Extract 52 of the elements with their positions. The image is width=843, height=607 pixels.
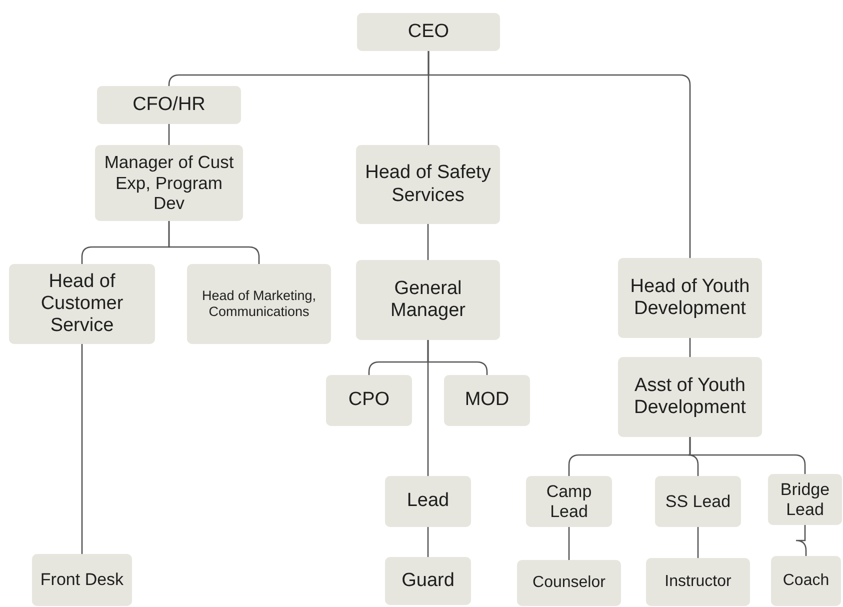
role-title: SS Lead — [665, 492, 731, 512]
role-title: Manager of Cust Exp, Program Dev — [103, 152, 235, 214]
connector-line — [427, 340, 429, 476]
role-box — [771, 556, 841, 606]
role-box — [95, 145, 243, 221]
role-box — [618, 258, 762, 338]
role-title: Head of Customer Service — [40, 270, 124, 338]
role-box — [618, 357, 762, 437]
role-title: Instructor — [664, 572, 732, 592]
connector-line — [168, 124, 170, 145]
connector-line — [168, 221, 260, 264]
connector-line — [81, 344, 83, 554]
role-title: CFO/HR — [132, 94, 206, 116]
role-box — [326, 375, 412, 426]
role-box — [517, 560, 621, 606]
role-box — [385, 557, 471, 605]
role-title: Asst of Youth Development — [633, 374, 747, 420]
role-title: Camp Lead — [545, 482, 593, 522]
role-box — [9, 264, 155, 344]
role-box — [526, 476, 612, 527]
role-box — [357, 13, 500, 51]
role-title: Lead — [406, 490, 450, 513]
role-title: CEO — [408, 20, 450, 44]
connector-line — [795, 525, 807, 556]
connector-line — [427, 527, 429, 557]
connector-line — [689, 338, 691, 357]
role-title: Head of Youth Development — [629, 276, 751, 320]
role-title: Head of Safety Services — [364, 162, 492, 207]
role-title: Bridge Lead — [779, 480, 831, 520]
role-box — [444, 375, 530, 426]
role-box — [32, 554, 132, 606]
connector-line — [427, 224, 429, 260]
role-box — [655, 476, 741, 527]
role-box — [768, 474, 842, 525]
role-box — [97, 86, 241, 124]
role-box — [356, 260, 500, 340]
connector-line — [428, 51, 691, 258]
role-title: Guard — [402, 570, 454, 592]
connector-line — [689, 437, 806, 474]
role-box — [356, 145, 500, 224]
connector-line — [568, 527, 570, 560]
role-box — [385, 476, 471, 527]
role-box — [646, 558, 750, 606]
role-box — [187, 264, 331, 344]
role-title: Counselor — [532, 574, 606, 592]
role-title: Head of Marketing, Communications — [200, 288, 318, 320]
role-title: Coach — [782, 572, 830, 590]
role-title: General Manager — [390, 278, 466, 322]
connector-line — [697, 527, 699, 558]
role-title: MOD — [464, 389, 510, 412]
role-title: CPO — [348, 389, 390, 412]
role-title: Front Desk — [40, 570, 124, 590]
